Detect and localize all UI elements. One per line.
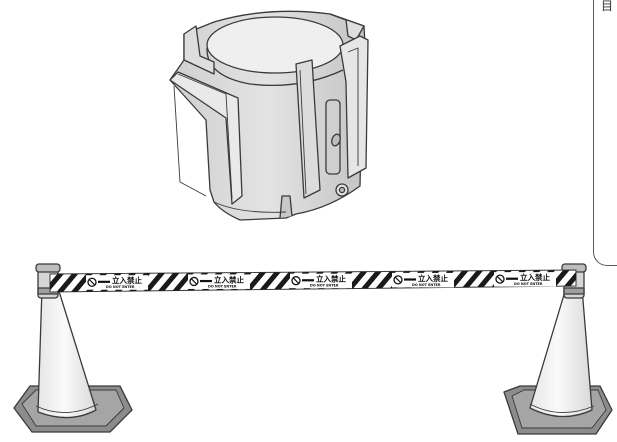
holder-bottom-notch — [279, 195, 293, 219]
holder-back-left-fin — [183, 25, 215, 75]
tape-text-en: DO NOT ENTER — [208, 284, 237, 288]
tape-text-jp: 立入禁止 — [418, 273, 448, 283]
right-cone-body — [529, 287, 593, 418]
cone-holder-part — [169, 10, 369, 221]
holder-center-fin — [295, 59, 321, 199]
tape-text-en: DO NOT ENTER — [514, 282, 543, 286]
tape-text-en: DO NOT ENTER — [106, 285, 135, 289]
side-panel: 目 — [593, 0, 617, 266]
right-traffic-cone — [503, 263, 613, 435]
holder-top-opening — [206, 16, 344, 74]
tape-text-jp: 立入禁止 — [316, 274, 346, 284]
tape-text-jp: 立入禁止 — [214, 274, 244, 284]
tape-text-jp: 立入禁止 — [520, 272, 550, 282]
side-panel-glyph: 目 — [601, 0, 614, 13]
tape-text-en: DO NOT ENTER — [310, 284, 339, 288]
left-traffic-cone — [13, 263, 133, 433]
holder-left-fin — [169, 71, 243, 205]
holder-right-fin — [339, 35, 369, 179]
tape-text-jp: 立入禁止 — [112, 275, 142, 285]
holder-back-right-fin — [329, 13, 365, 41]
left-cone-body — [37, 287, 97, 419]
tape-text-en: DO NOT ENTER — [412, 283, 441, 287]
holder-hole — [331, 133, 341, 147]
